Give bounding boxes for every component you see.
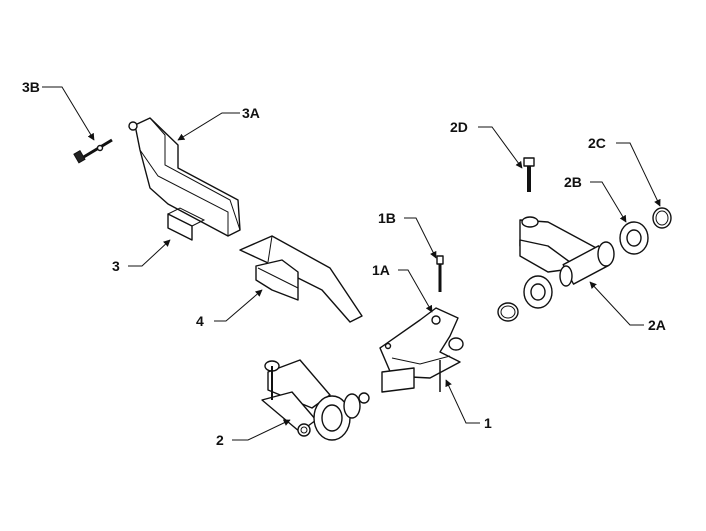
callout-1a: 1A — [372, 262, 390, 278]
part-3b-pin — [73, 138, 113, 164]
callout-1: 1 — [484, 415, 492, 431]
callout-2: 2 — [216, 432, 224, 448]
callout-2c: 2C — [588, 135, 606, 151]
part-2b-bushing — [523, 221, 649, 309]
part-2-roller-arm — [261, 359, 370, 441]
part-2c-ring — [497, 207, 672, 322]
leader-lines — [42, 86, 661, 441]
part-3-clip — [167, 207, 206, 241]
callout-3b: 3B — [22, 79, 40, 95]
callout-2d: 2D — [450, 119, 468, 135]
part-4-guide-plate — [239, 235, 363, 323]
callout-4: 4 — [196, 313, 204, 329]
part-2d-bolt — [523, 157, 535, 192]
part-2a-arm — [519, 216, 615, 287]
part-3a-channel-bracket — [128, 117, 241, 237]
callout-3: 3 — [112, 258, 120, 274]
part-1-mounting-bracket — [379, 307, 464, 393]
callout-3a: 3A — [242, 105, 260, 121]
callout-2a: 2A — [648, 317, 666, 333]
callout-1b: 1B — [378, 210, 396, 226]
callout-2b: 2B — [564, 174, 582, 190]
part-1b-pin — [436, 255, 444, 292]
